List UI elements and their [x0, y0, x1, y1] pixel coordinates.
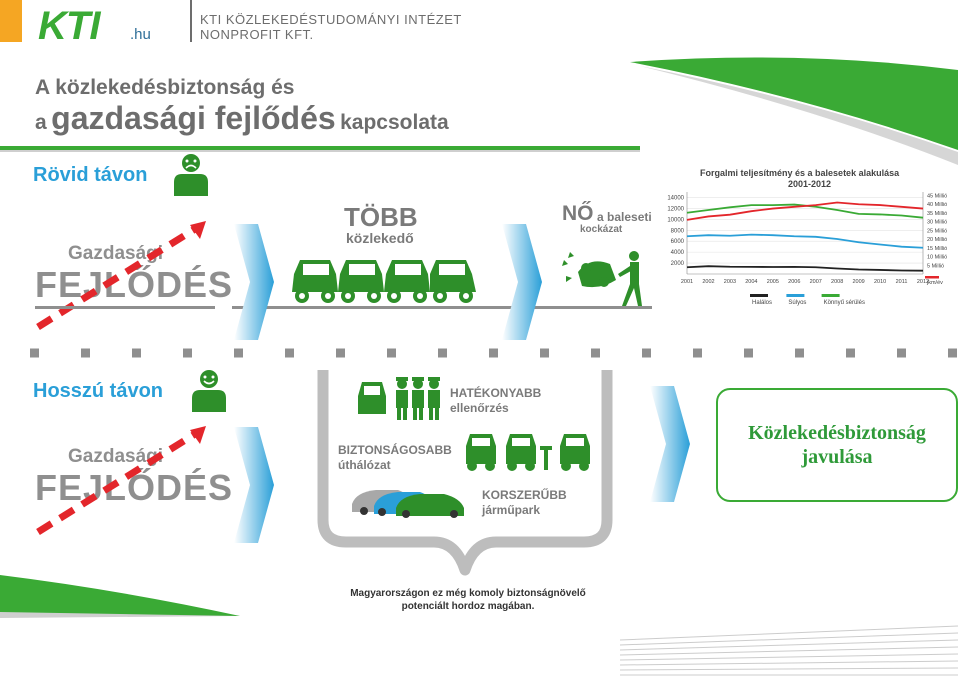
hungary-note-line1: Magyarországon ez még komoly biztonságnö…	[350, 588, 586, 599]
chart-series-line	[686, 265, 924, 272]
chart-left-tick-label: 10000	[667, 217, 684, 223]
accident-label: a baleseti	[597, 210, 652, 224]
chart-left-tick-label: 14000	[667, 195, 684, 201]
safer-label: BIZTONSÁGOSABB	[338, 443, 452, 457]
page-title-line2: a gazdasági fejlődés kapcsolata	[35, 100, 449, 137]
chart-legend-swatch	[786, 294, 805, 297]
increases-label: NŐ	[562, 202, 594, 225]
chart-x-tick-label: 2012	[917, 279, 929, 285]
title-highlight: gazdasági fejlődés	[51, 100, 336, 136]
result-line2: javulása	[801, 446, 873, 468]
chart-series-line	[686, 201, 924, 221]
short-term-baseline	[232, 306, 652, 309]
logo-text: KTI	[38, 4, 100, 48]
growth-arrow-long-icon	[36, 426, 206, 535]
short-term-label: Rövid távon	[33, 164, 148, 186]
risk-label: kockázat	[580, 224, 623, 235]
chart-x-tick-label: 2005	[767, 279, 779, 285]
chevron-right-icon	[650, 386, 690, 502]
chart-legend-label: Halálos	[752, 300, 772, 306]
chevron-right-icon	[502, 224, 542, 340]
header-divider	[190, 0, 192, 42]
long-term-label: Hosszú távon	[33, 380, 164, 402]
chart-x-tick-label: 2007	[810, 279, 822, 285]
chart-right-tick-label: 30 Millió	[927, 220, 947, 226]
sad-person-icon	[174, 154, 208, 196]
chart-x-tick-label: 2008	[831, 279, 843, 285]
modern-label: KORSZERŰBB	[482, 488, 567, 502]
chart-left-tick-label: 2000	[671, 261, 685, 267]
happy-person-icon	[192, 370, 226, 412]
police-control-icon	[358, 377, 440, 420]
chart-x-tick-label: 2003	[724, 279, 736, 285]
chart-left-tick-label: 8000	[671, 228, 685, 234]
economic-label-long: Gazdasági	[68, 446, 164, 467]
participants-label: közlekedő	[346, 230, 414, 246]
chart-x-tick-label: 2002	[702, 279, 714, 285]
chart-x-tick-label: 2006	[788, 279, 800, 285]
chart-x-tick-label: 2011	[896, 279, 908, 285]
chart-legend-swatch	[750, 294, 768, 297]
chart-right-tick-label: 40 Millió	[927, 202, 947, 208]
title-word-a: a	[35, 111, 47, 134]
orange-corner-tab	[0, 0, 22, 42]
chevron-right-icon	[234, 224, 274, 340]
chart-x-tick-label: 2010	[874, 279, 886, 285]
institute-name-line2: NONPROFIT KFT.	[200, 27, 314, 42]
chart-right-axis-unit: jkm/év	[926, 280, 943, 286]
modern-fleet-icon	[352, 490, 464, 518]
grouping-bracket	[317, 370, 613, 576]
chart-x-tick-label: 2004	[745, 279, 757, 285]
short-term-baseline-left	[35, 306, 215, 309]
chart-right-tick-label: 15 Millió	[927, 246, 947, 252]
chart-right-tick-label: 25 Millió	[927, 228, 947, 234]
result-text: Közlekedésbiztonság javulása	[748, 421, 926, 469]
growth-arrow-short-icon	[36, 221, 206, 330]
crowded-cars-icon	[292, 260, 476, 303]
result-line1: Közlekedésbiztonság	[748, 422, 926, 444]
chart-left-tick-label: 6000	[671, 239, 685, 245]
chart-right-tick-label: 20 Millió	[927, 237, 947, 243]
hungary-note-line2: potenciált hordoz magában.	[401, 601, 535, 612]
kti-logo[interactable]: KTI .hu	[38, 6, 188, 46]
chart-right-tick-label: 45 Millió	[927, 193, 947, 199]
chart-left-tick-label: 4000	[671, 250, 685, 256]
hungary-note: Magyarországon ez még komoly biztonságnö…	[337, 587, 599, 613]
efficient-label: HATÉKONYABB	[450, 386, 542, 400]
page-title-line1: A közlekedésbiztonság és	[35, 76, 295, 99]
institute-name-line1: KTI KÖZLEKEDÉSTUDOMÁNYI INTÉZET	[200, 12, 462, 27]
chart-series-line	[686, 233, 924, 249]
chart-title: Forgalmi teljesítmény és a balesetek ala…	[700, 168, 900, 178]
result-box: Közlekedésbiztonság javulása	[716, 388, 958, 502]
chart-legend-swatch	[821, 294, 840, 297]
section-divider	[30, 348, 958, 358]
accident-trend-chart: 14000 12000 10000 8000 6000 4000 2000 45 Millió…	[667, 192, 947, 306]
chart-right-axis-unit-swatch	[925, 276, 939, 279]
chart-legend-label: Könnyű sérülés	[824, 300, 865, 306]
logo-domain: .hu	[130, 26, 151, 43]
chart-right-tick-label: 35 Millió	[927, 211, 947, 217]
chart-right-tick-label: 10 Millió	[927, 255, 947, 261]
chart-right-tick-label: 5 Millió	[927, 263, 944, 269]
chart-legend-label: Súlyos	[788, 300, 806, 306]
chart-x-tick-label: 2001	[681, 279, 693, 285]
enforcement-label: ellenőrzés	[450, 401, 509, 415]
road-network-label: úthálózat	[338, 458, 391, 472]
chevron-right-icon	[234, 427, 274, 543]
safe-road-cars-icon	[466, 434, 590, 471]
vehicle-fleet-label: járműpark	[482, 503, 541, 517]
title-word-kapcsolata: kapcsolata	[340, 111, 449, 134]
more-label: TÖBB	[344, 202, 418, 232]
economic-label-short: Gazdasági	[68, 243, 164, 264]
crash-icon	[562, 251, 642, 306]
chart-subtitle: 2001-2012	[788, 179, 832, 189]
chart-left-tick-label: 12000	[667, 206, 684, 212]
chart-x-tick-label: 2009	[853, 279, 865, 285]
